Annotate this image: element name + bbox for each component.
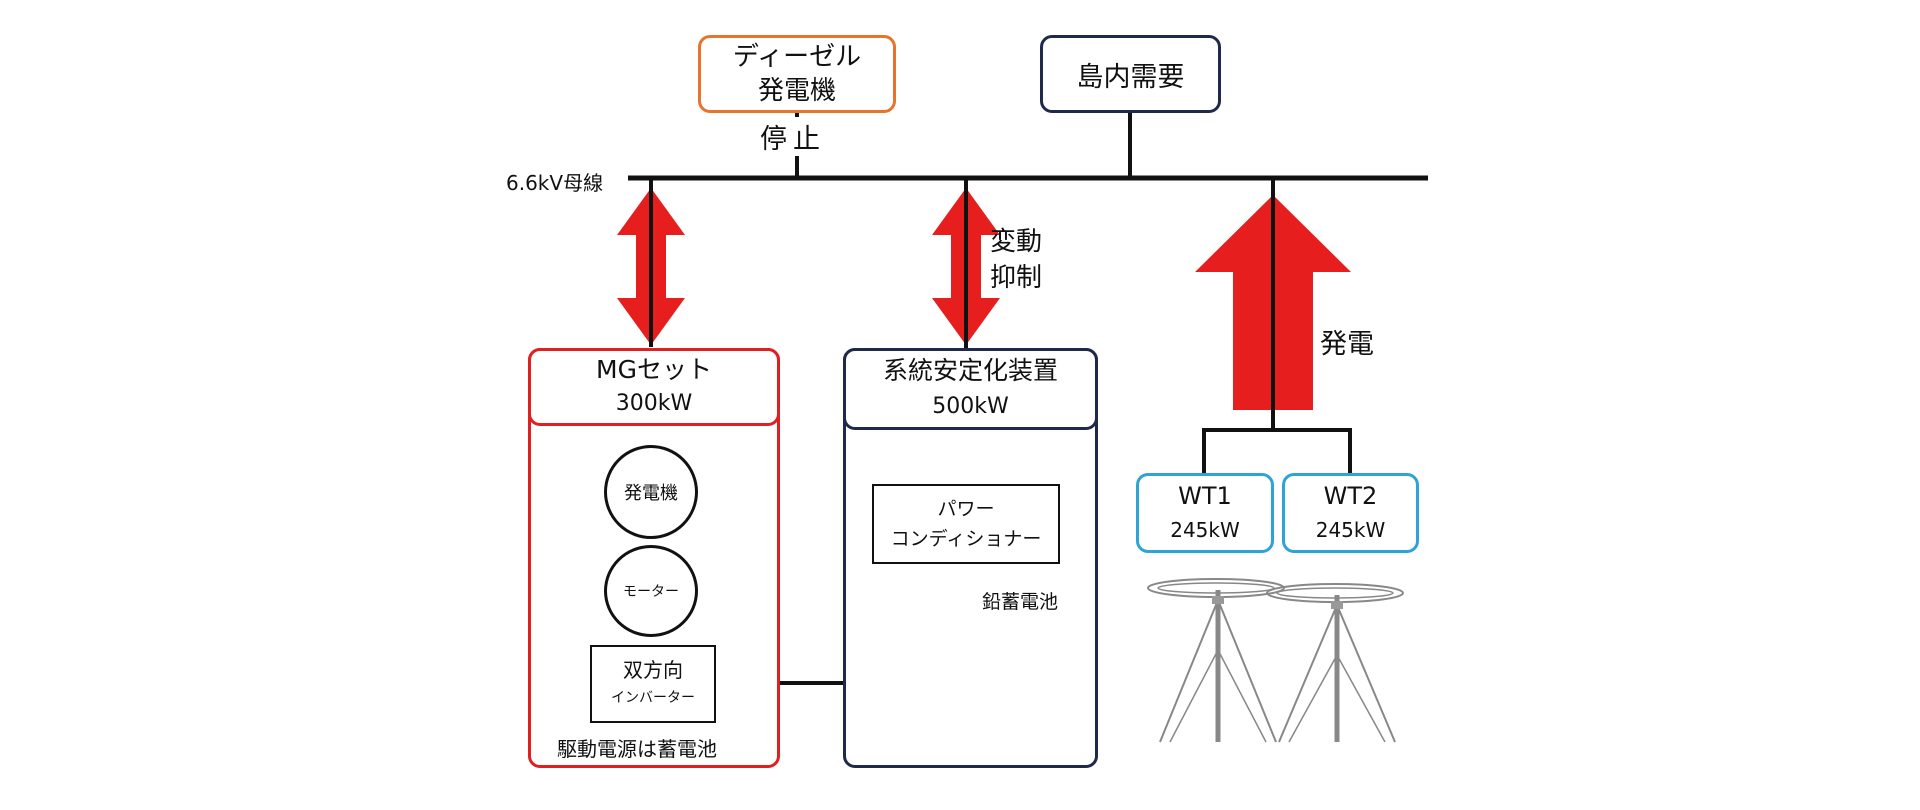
mg-generator-label: 発電機: [624, 483, 678, 504]
wt2-name: WT2: [1323, 482, 1378, 510]
fluctuation-label-line2: 抑制: [990, 263, 1043, 293]
wt1-capacity: 245kW: [1170, 518, 1240, 542]
wt2-box: WT2 245kW: [1282, 473, 1419, 553]
bidirectional-inverter-box: 双方向 インバーター: [590, 645, 716, 723]
wind-fork: [1202, 428, 1352, 473]
wind-turbine-1-image: [1147, 578, 1285, 743]
inverter-label-line2: インバーター: [611, 690, 695, 706]
diesel-status: 停止: [760, 117, 826, 156]
pcs-label-line2: コンディショナー: [890, 528, 1042, 550]
mg-generator-circle: 発電機: [604, 445, 698, 539]
wt1-name: WT1: [1178, 482, 1232, 510]
stabilizer-title: 系統安定化装置: [882, 356, 1058, 385]
diesel-generator-box: ディーゼル 発電機: [698, 35, 896, 113]
generation-label: 発電: [1320, 329, 1374, 360]
diesel-label-line1: ディーゼル: [732, 42, 862, 72]
power-conditioner-box: パワー コンディショナー: [872, 484, 1060, 564]
wt1-box: WT1 245kW: [1136, 473, 1274, 553]
mg-set-title: MGセット: [596, 355, 712, 384]
island-demand-box: 島内需要: [1040, 35, 1221, 113]
stabilizer-header: 系統安定化装置 500kW: [843, 348, 1098, 430]
mg-set-header: MGセット 300kW: [528, 348, 780, 426]
mg-motor-circle: モーター: [604, 545, 698, 637]
mg-motor-label: モーター: [623, 584, 679, 600]
island-demand-label: 島内需要: [1076, 61, 1185, 93]
diesel-label-line2: 発電機: [757, 76, 836, 106]
busbar-label: 6.6kV母線: [506, 171, 604, 195]
inverter-label-line1: 双方向: [623, 658, 683, 682]
stabilizer-capacity: 500kW: [932, 394, 1009, 419]
wind-turbine-2-image: [1266, 583, 1404, 743]
mg-set-capacity: 300kW: [615, 391, 693, 416]
fluctuation-label-line1: 変動: [990, 227, 1043, 257]
pcs-label-line1: パワー: [937, 498, 995, 520]
wt2-capacity: 245kW: [1315, 518, 1386, 542]
lead-battery-label: 鉛蓄電池: [982, 591, 1059, 613]
mg-drive-source-note: 駆動電源は蓄電池: [557, 737, 717, 761]
fluctuation-suppression-label: 変動 抑制: [990, 224, 1042, 296]
